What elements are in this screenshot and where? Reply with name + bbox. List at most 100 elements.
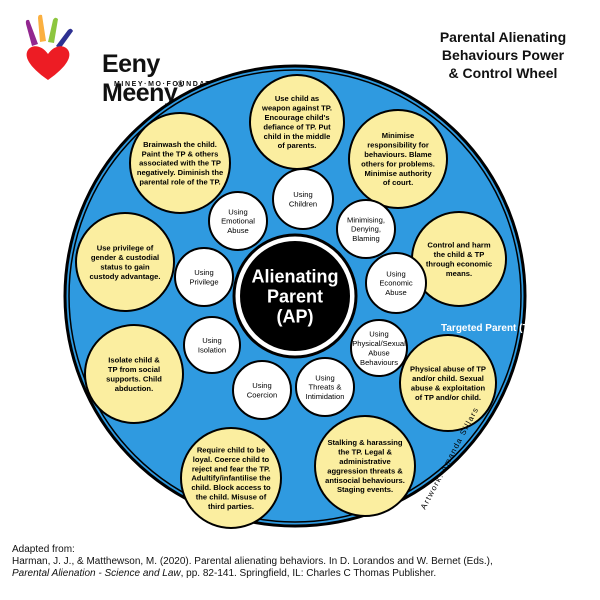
brand-tagline: MINEY·MO·FOUNDATION bbox=[114, 81, 229, 88]
label-line: Staging events. bbox=[337, 485, 393, 494]
label-line: Parent bbox=[267, 286, 323, 306]
label-line: Physical abuse of TP bbox=[410, 365, 486, 374]
label-line: Privilege bbox=[189, 277, 218, 286]
spoke-circle bbox=[365, 252, 427, 314]
outer-circle bbox=[129, 112, 231, 214]
citation-publisher: , pp. 82-141. Springfield, IL: Charles C… bbox=[180, 568, 437, 579]
spoke-circle bbox=[350, 319, 408, 377]
spoke-circle bbox=[174, 247, 234, 307]
label-line: gender & custodial bbox=[91, 253, 159, 262]
label-line: Using bbox=[202, 336, 221, 345]
targeted-parent-label: Targeted Parent (TP) bbox=[441, 323, 539, 334]
label-line: (AP) bbox=[277, 306, 314, 326]
label-line: Paint the TP & others bbox=[142, 149, 219, 158]
outer-circle bbox=[399, 334, 497, 432]
label-line: the TP. Legal & bbox=[338, 448, 392, 457]
outer-circle bbox=[84, 324, 184, 424]
label-line: Require child to be bbox=[197, 445, 265, 454]
spoke-circle bbox=[295, 357, 355, 417]
label-line: of TP and/or child. bbox=[415, 393, 481, 402]
label-line: Behaviours bbox=[360, 358, 398, 367]
label-line: Using bbox=[228, 207, 247, 216]
label-line: Using bbox=[293, 190, 312, 199]
label-line: Using bbox=[315, 373, 334, 382]
label-line: child. Block access to bbox=[191, 483, 271, 492]
spoke-circle bbox=[208, 191, 268, 251]
label-line: Intimidation bbox=[306, 392, 345, 401]
title-line: & Control Wheel bbox=[448, 65, 558, 81]
hand-heart-icon bbox=[25, 14, 73, 80]
label-line: Abuse bbox=[227, 226, 249, 235]
brand-logo: Eeny Meeny® MINEY·MO·FOUNDATION bbox=[18, 14, 229, 107]
label-line: through economic bbox=[426, 259, 492, 268]
citation-reference: Harman, J. J., & Matthewson, M. (2020). … bbox=[12, 556, 493, 567]
label-line: abuse & exploitation bbox=[411, 383, 486, 392]
label-line: parental role of the TP. bbox=[139, 177, 220, 186]
label-line: status to gain bbox=[100, 262, 150, 271]
outer-circle bbox=[180, 427, 282, 529]
label-line: abduction. bbox=[115, 384, 153, 393]
label-line: of court. bbox=[383, 178, 413, 187]
spoke-circle bbox=[272, 168, 334, 230]
label-line: defiance of TP. Put bbox=[263, 122, 331, 131]
label-line: Alienating bbox=[251, 266, 338, 286]
inner-ring bbox=[68, 69, 522, 523]
label-line: weapon against TP. bbox=[261, 104, 332, 113]
label-line: Emotional bbox=[221, 217, 255, 226]
label-line: Minimising, bbox=[347, 215, 385, 224]
label-line: Use child as bbox=[275, 94, 319, 103]
diagram-title: Parental Alienating Behaviours Power & C… bbox=[418, 28, 588, 82]
label-line: Using bbox=[252, 381, 271, 390]
outer-item-text: Brainwash the child.Paint the TP & other… bbox=[137, 140, 223, 187]
label-line: Using bbox=[194, 268, 213, 277]
label-line: TP from social bbox=[108, 365, 160, 374]
spoke-text: Minimising,Denying,Blaming bbox=[347, 215, 385, 243]
label-line: negatively. Diminish the bbox=[137, 168, 223, 177]
label-line: Encourage child's bbox=[264, 113, 329, 122]
brand-name: Eeny Meeny® bbox=[102, 50, 184, 107]
label-line: Isolate child & bbox=[108, 356, 160, 365]
label-line: of parents. bbox=[278, 141, 317, 150]
label-line: Control and harm bbox=[427, 241, 491, 250]
label-line: Coercion bbox=[247, 390, 277, 399]
citation-publication: Parental Alienation - Science and Law, p… bbox=[12, 568, 592, 580]
label-line: the child & TP bbox=[434, 250, 485, 259]
label-line: associated with the TP bbox=[139, 159, 221, 168]
label-line: Physical/Sexual bbox=[352, 339, 406, 348]
label-line: Adultify/infantilise the bbox=[191, 474, 270, 483]
label-line: supports. Child bbox=[106, 374, 162, 383]
label-line: Threats & bbox=[309, 383, 342, 392]
label-line: Abuse bbox=[368, 348, 390, 357]
label-line: means. bbox=[446, 269, 472, 278]
